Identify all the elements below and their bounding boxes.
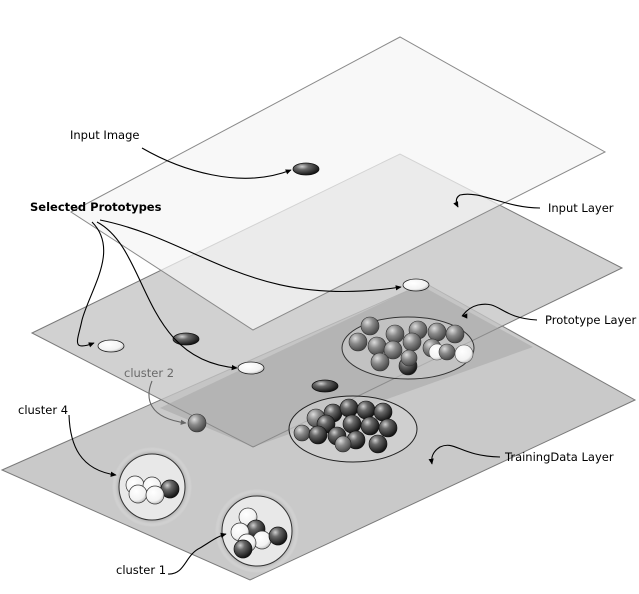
cluster-4-arrow: [68, 414, 117, 477]
cluster-4-spheres: [125, 475, 180, 505]
selected-prototypes-arrow-3: [99, 219, 402, 293]
input-layer-label: Input Layer: [548, 201, 614, 215]
trainingdata-cluster-spheres: [293, 398, 398, 454]
prototype-dark-1: [172, 332, 200, 346]
prototype-dark-2: [311, 379, 339, 393]
cluster-2-arrow: [148, 380, 187, 425]
selected-prototypes-arrow-2: [96, 221, 238, 371]
prototype-layer-label: Prototype Layer: [545, 313, 636, 327]
selected-prototype-white-top: [402, 278, 430, 292]
input-image-arrow: [141, 147, 292, 179]
selected-prototypes-label: Selected Prototypes: [30, 200, 162, 214]
cluster-2-label: cluster 2: [124, 366, 174, 380]
cluster-2-sphere: [187, 413, 207, 433]
cluster-4-label: cluster 4: [18, 403, 68, 417]
cluster-1-label: cluster 1: [116, 563, 166, 577]
input-layer-arrow: [453, 193, 541, 209]
trainingdata-layer-label: TrainingData Layer: [504, 450, 614, 464]
cluster-1-spheres: [230, 507, 288, 559]
cluster-1-arrow: [167, 532, 227, 575]
prototype-cluster-spheres: [348, 316, 474, 376]
input-image-ellipse: [292, 162, 320, 176]
prototype-layer-arrow: [461, 303, 538, 321]
input-image-label: Input Image: [70, 128, 139, 142]
selected-prototype-white-2: [237, 361, 265, 375]
input-layer-plane: [70, 36, 607, 331]
trainingdata-layer-arrow: [428, 444, 501, 465]
selected-prototypes-arrow-1: [76, 221, 105, 348]
selected-prototype-white-1: [97, 339, 125, 353]
